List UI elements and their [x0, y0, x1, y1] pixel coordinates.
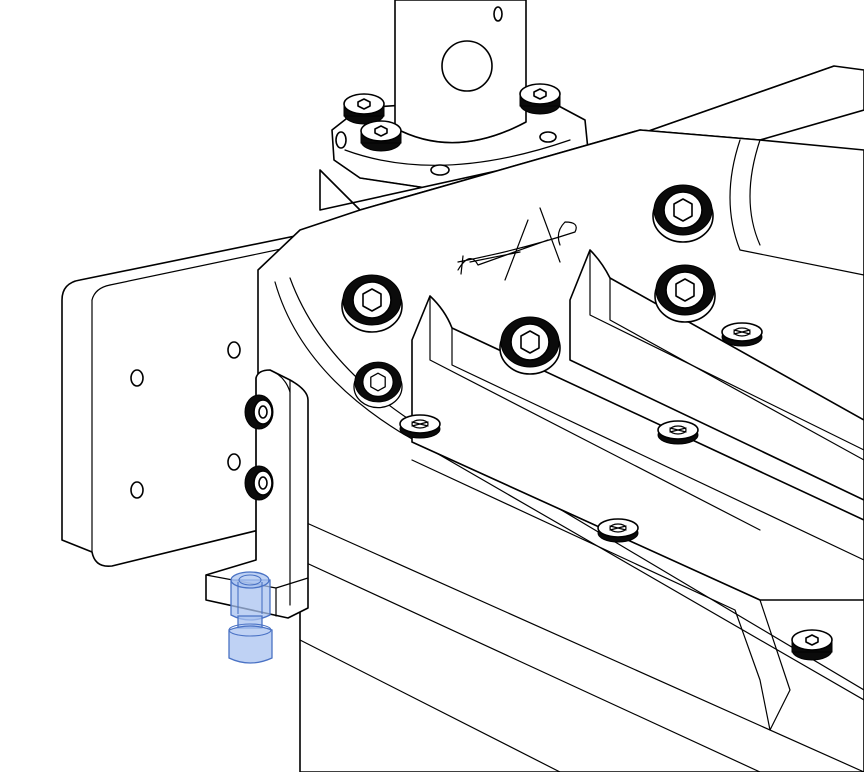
spindle-mount	[331, 0, 589, 191]
plate-hole	[130, 369, 144, 387]
socket-head-cap-screw-icon	[244, 394, 274, 430]
socket-head-cap-screw-icon	[244, 465, 274, 501]
socket-head-cap-screw-icon	[654, 264, 716, 323]
socket-head-cap-screw-icon	[343, 93, 385, 125]
socket-head-cap-screw-icon	[652, 184, 714, 243]
sensor-pin-icon	[228, 571, 273, 664]
sensor-pin-lower	[228, 625, 273, 664]
socket-head-cap-screw-icon	[791, 629, 833, 661]
plate-hole	[227, 453, 241, 471]
rail-channel-2	[569, 249, 864, 501]
side-mounting-plate	[61, 234, 301, 568]
flat-head-screw-icon	[597, 518, 639, 543]
socket-head-cap-screw-icon	[353, 361, 403, 409]
spindle-hole	[441, 40, 493, 92]
flat-head-screw-icon	[399, 414, 441, 439]
socket-head-cap-screw-icon	[341, 274, 403, 333]
socket-head-cap-screw-icon	[519, 83, 561, 115]
plate-hole	[227, 341, 241, 359]
socket-head-cap-screw-icon	[360, 120, 402, 152]
engraved-logo-mark	[457, 207, 577, 281]
socket-head-cap-screw-icon	[499, 316, 561, 375]
plate-hole	[130, 481, 144, 499]
flat-head-screw-icon	[657, 420, 699, 445]
flat-head-screw-icon	[721, 322, 763, 347]
